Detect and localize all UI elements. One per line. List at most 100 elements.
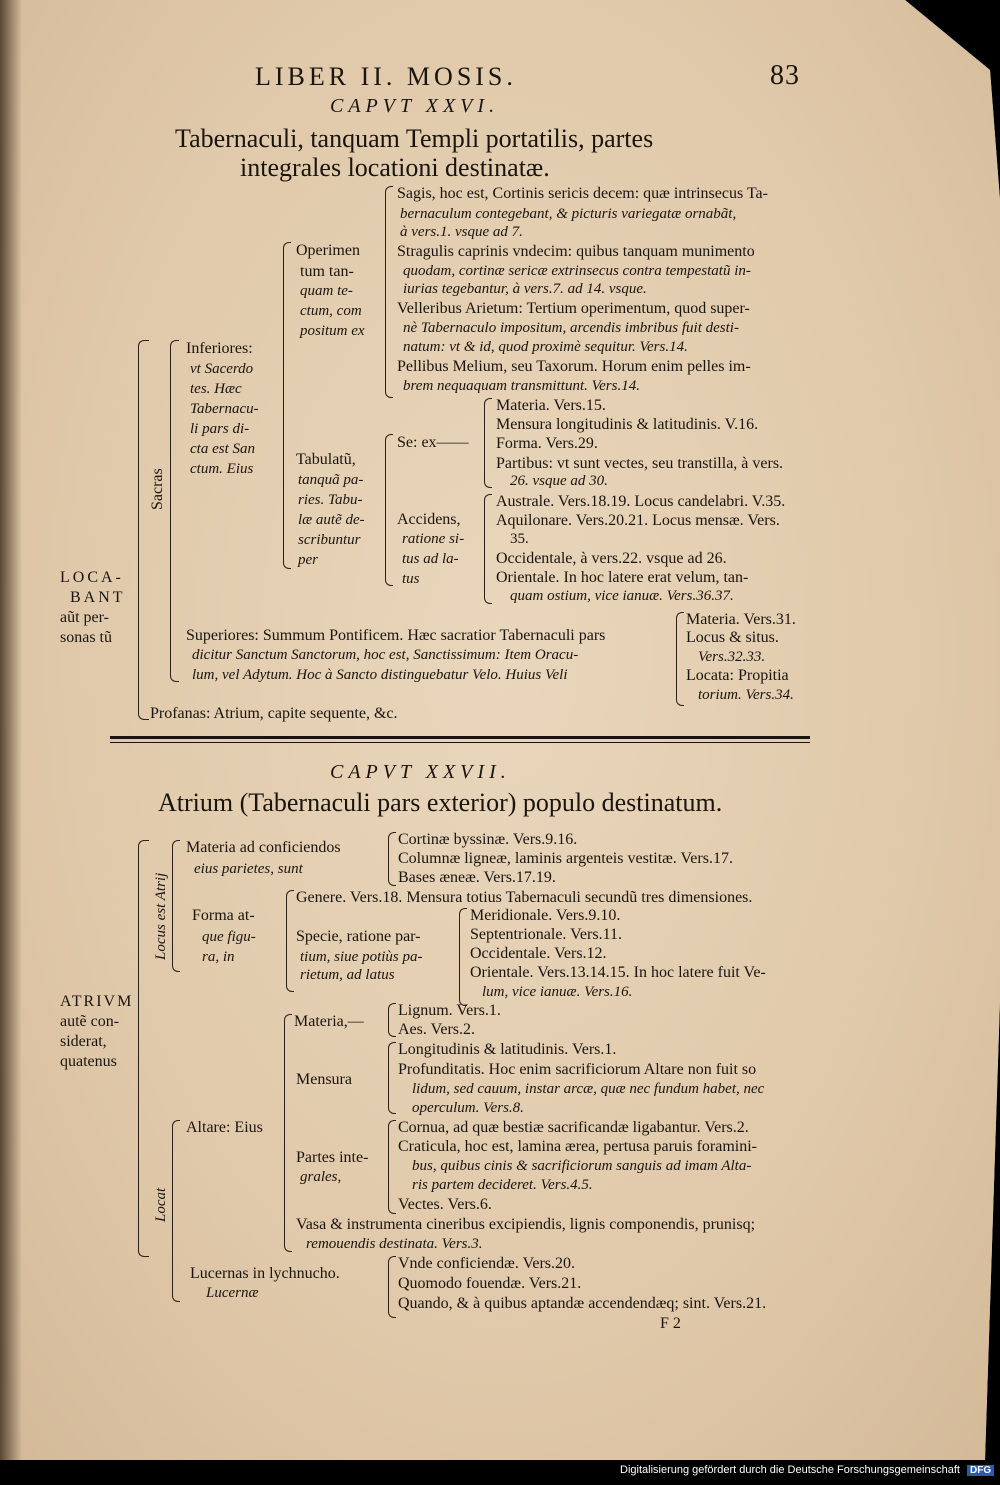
chapter-title-line2: integrales locationi destinatæ. (240, 153, 550, 182)
root-label-line: ATRIVM (60, 993, 134, 1010)
inferiores-line: li pars di- (190, 421, 250, 437)
superiores-line: Superiores: Summum Pontificem. Hæc sacra… (186, 627, 606, 644)
profunditatis-line: lidum, sed cauum, instar arcæ, quæ nec f… (412, 1081, 765, 1097)
profanas-item: Profanas: Atrium, capite sequente, &c. (150, 705, 398, 722)
craticula-line: Craticula, hoc est, lamina ærea, pertusa… (398, 1138, 757, 1155)
root-label-line: autẽ con- (60, 1013, 120, 1030)
vectes-item: Vectes. Vers.6. (398, 1196, 492, 1213)
stragulis-line: iurias tegebantur, à vers.7. ad 14. vsqu… (403, 281, 647, 297)
running-head: LIBER II. MOSIS. (255, 62, 517, 91)
craticula-line: bus, quibus cinis & sacrificiorum sangui… (412, 1158, 752, 1174)
tabulatu-line: Tabulatũ, (296, 451, 356, 468)
operimentum-line: positum ex (300, 323, 365, 339)
brace-operimentum (385, 186, 393, 398)
genere-item: Genere. Vers.18. Mensura totius Tabernac… (296, 889, 753, 906)
materia-label-line: eius parietes, sunt (194, 861, 303, 877)
root-label-line: siderat, (60, 1033, 107, 1050)
tabulatu-line: ries. Tabu- (298, 492, 363, 508)
velleribus-line: nè Tabernaculo impositum, arcendis imbri… (403, 320, 739, 336)
brace-forma (286, 890, 294, 992)
footer-credit: Digitalisierung gefördert durch die Deut… (620, 1464, 995, 1476)
inferiores-line: ctum. Eius (190, 461, 254, 477)
altare-label: Altare: Eius (186, 1119, 263, 1136)
bases-item: Bases æneæ. Vers.17.19. (398, 869, 556, 886)
materia-item: Materia. Vers.15. (496, 397, 606, 414)
se-ex-label: Se: ex—— (397, 434, 469, 451)
accidens-line: tus ad la- (402, 551, 459, 567)
chapter-title-line1: Tabernaculi, tanquam Templi portatilis, … (175, 124, 654, 153)
pellibus-line: Pellibus Melium, seu Taxorum. Horum enim… (397, 358, 751, 375)
chapter-title-2: Atrium (Tabernaculi pars exterior) popul… (158, 788, 723, 817)
root-label-line: BANT (70, 589, 126, 606)
veli-line: Vers.32.33. (698, 649, 766, 665)
dfg-logo: DFG (967, 1465, 995, 1476)
root-label-line: aũt per- (60, 609, 109, 626)
brace-altare (284, 1014, 292, 1252)
inferiores-line: Inferiores: (186, 340, 253, 357)
occidentale-item-2: Occidentale. Vers.12. (470, 945, 607, 962)
stragulis-line: Stragulis caprinis vndecim: quibus tanqu… (397, 243, 755, 260)
brace-root (138, 340, 149, 720)
veli-line: Locus & situs. (686, 629, 779, 646)
brace-atrium (138, 840, 149, 1257)
accidens-line: tus (402, 571, 420, 587)
superiores-line: dicitur Sanctum Sanctorum, hoc est, Sanc… (192, 647, 579, 663)
brace-locat (172, 1120, 180, 1302)
pellibus-line: brem nequaquam transmittunt. Vers.14. (403, 378, 640, 394)
partes-line: Partes inte- (296, 1149, 369, 1166)
materia2-label: Materia,— (294, 1013, 364, 1030)
specie-line: tium, siue potiùs pa- (300, 949, 423, 965)
chapter-heading: CAPVT XXVI. (330, 95, 500, 117)
tabulatu-line: tanquã pa- (298, 472, 364, 488)
root-label-line: quatenus (60, 1053, 117, 1070)
veli-line: Locata: Propitia (686, 667, 789, 684)
inferiores-line: cta est San (190, 441, 255, 457)
meridionale-item: Meridionale. Vers.9.10. (470, 907, 621, 924)
partibus-line: 26. vsque ad 30. (510, 473, 608, 489)
forma-item: Forma. Vers.29. (496, 435, 598, 452)
aes-item: Aes. Vers.2. (398, 1021, 476, 1038)
lucernas-line: Lucernas in lychnucho. (190, 1265, 340, 1282)
brace-mensura2 (388, 1042, 396, 1114)
columnae-item: Columnæ ligneæ, laminis argenteis vestit… (398, 850, 733, 867)
mensura2-label: Mensura (296, 1071, 352, 1088)
brace-sacras (170, 340, 179, 682)
signature-mark: F 2 (660, 1315, 681, 1332)
operimentum-line: Operimen (296, 242, 360, 259)
craticula-line: ris partem decideret. Vers.4.5. (412, 1177, 593, 1193)
locat-label: Locat (153, 1187, 169, 1222)
brace-se-ex (484, 398, 492, 488)
brace-materia2 (388, 1003, 396, 1037)
velleribus-line: natum: vt & id, quod proximè sequitur. V… (403, 339, 688, 355)
profunditatis-line: operculum. Vers.8. (412, 1100, 524, 1116)
footer-text: Digitalisierung gefördert durch die Deut… (620, 1464, 960, 1476)
inferiores-line: vt Sacerdo (190, 361, 254, 377)
occidentale-item: Occidentale, à vers.22. vsque ad 26. (496, 550, 727, 567)
chapter-heading-2: CAPVT XXVII. (330, 761, 511, 783)
tabulatu-line: læ autẽ de- (298, 512, 365, 528)
operimentum-line: tum tan- (300, 263, 354, 280)
inferiores-line: Tabernacu- (190, 401, 259, 417)
brace-materia (388, 832, 396, 886)
brace-accidens (484, 494, 492, 604)
sagis-line: Sagis, hoc est, Cortinis sericis decem: … (397, 185, 768, 202)
forma-label-line: ra, in (202, 949, 235, 965)
accidens-line: ratione si- (402, 531, 465, 547)
tabulatu-line: per (298, 552, 318, 568)
brace-lucernas (388, 1256, 396, 1318)
section-rule-thin (110, 742, 810, 743)
partibus-line: Partibus: vt sunt vectes, seu transtilla… (496, 455, 784, 472)
orientale-line: Orientale. In hoc latere erat velum, tan… (496, 569, 749, 586)
sagis-line: bernaculum contegebant, & picturis varie… (400, 206, 737, 222)
orientale-line: quam ostium, vice ianuæ. Vers.36.37. (510, 588, 734, 604)
brace-specie (459, 908, 467, 1006)
velleribus-line: Velleribus Arietum: Tertium operimentum,… (397, 300, 750, 317)
operimentum-line: quam te- (300, 283, 353, 299)
brace-veli (676, 612, 684, 706)
materia-label-line: Materia ad conficiendos (186, 839, 341, 856)
aquilonare-line: 35. (510, 531, 529, 547)
forma-label-line: que figu- (202, 929, 256, 945)
vasa-line: Vasa & instrumenta cineribus excipiendis… (296, 1216, 756, 1233)
root-label-line: sonas tũ (60, 629, 112, 646)
